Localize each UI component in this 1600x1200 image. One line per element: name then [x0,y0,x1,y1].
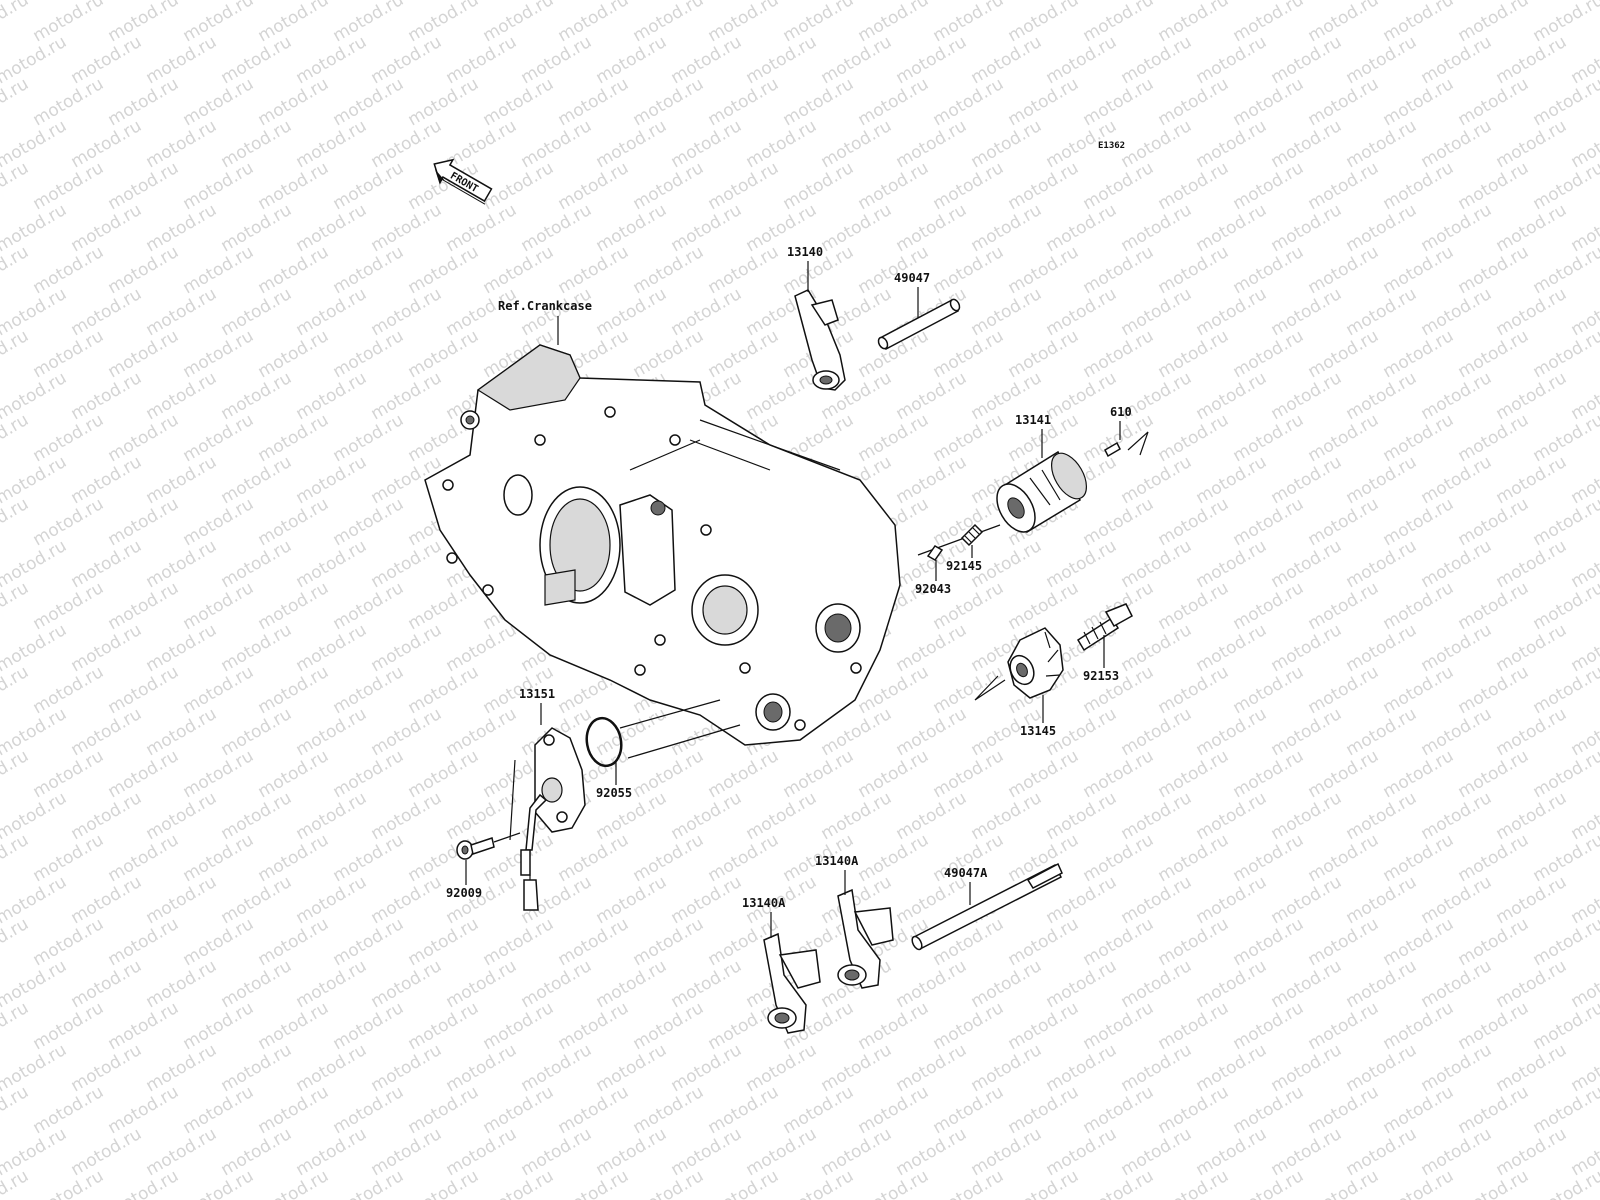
drum-axis-line [917,524,1001,556]
bolt-92153 [1076,603,1133,652]
fork-shaft-49047 [877,298,961,351]
shift-fork-13140A-upper [837,888,894,989]
cam-13145-indicator [974,675,1006,701]
spring-92145 [960,523,984,547]
front-arrow-icon: FRONT [433,158,493,205]
label-610: 610 [1110,405,1132,419]
fork-shaft-49047A [911,862,1063,951]
shift-fork-13140 [794,289,846,391]
o-ring-92055 [585,716,623,768]
label-13151: 13151 [519,687,555,701]
label-92055: 92055 [596,786,632,800]
label-13141: 13141 [1015,413,1051,427]
pin-92043 [926,545,944,561]
label-49047A: 49047A [944,866,988,880]
pin-610 [1104,441,1121,458]
label-49047: 49047 [894,271,930,285]
shift-fork-13140A-lower [763,932,821,1034]
pin-610-indicator [1127,431,1149,456]
screw-92009 [456,832,521,860]
label-92153: 92153 [1083,669,1119,683]
neutral-switch-13151 [520,727,586,911]
label-92009: 92009 [446,886,482,900]
ref-crankcase-label: Ref.Crankcase [498,299,592,313]
diagram-code: E1362 [1098,141,1125,151]
o-ring-guide-lines [619,699,741,759]
label-92145: 92145 [946,559,982,573]
label-13140A-upper: 13140A [815,854,859,868]
shift-cam-13145 [1007,627,1064,699]
label-13145: 13145 [1020,724,1056,738]
crankcase-illustration [424,344,901,746]
shift-drum-13141 [996,450,1088,534]
label-13140: 13140 [787,245,823,259]
cover-13151-leader-line [509,759,516,841]
label-13140A-lower: 13140A [742,896,786,910]
label-92043: 92043 [915,582,951,596]
